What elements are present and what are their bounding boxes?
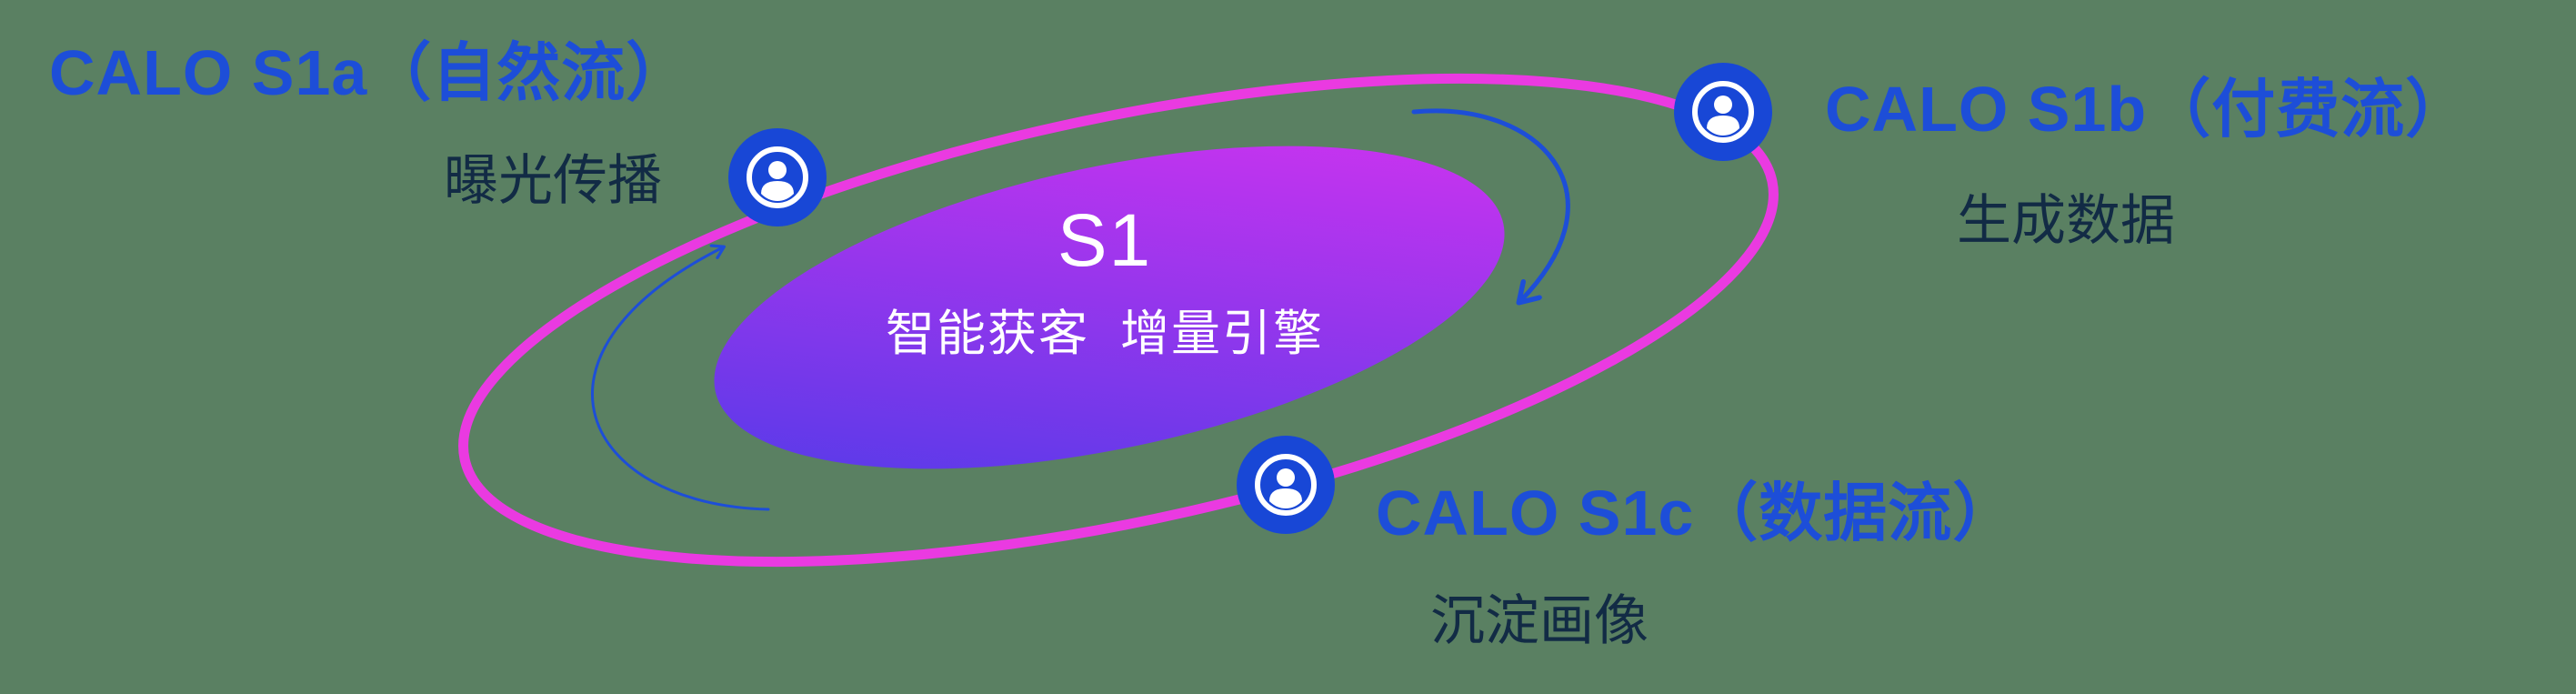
node-s1c-title: CALO S1c（数据流） <box>1376 478 2018 548</box>
core-label-group: S1 智能获客 增量引擎 <box>832 199 1378 365</box>
orbit-ring <box>458 73 1779 568</box>
node-s1a <box>728 128 827 226</box>
flow-arrow-left-icon <box>590 247 770 511</box>
user-circle-icon <box>728 128 827 226</box>
core-subtitle: 智能获客 增量引擎 <box>885 307 1324 362</box>
user-circle-icon <box>1237 436 1335 534</box>
user-circle-icon <box>1674 63 1772 161</box>
node-s1a-title: CALO S1a（自然流） <box>49 37 691 108</box>
node-s1b-subtitle: 生成数据 <box>1957 190 2175 251</box>
node-s1c-subtitle: 沉淀画像 <box>1430 590 1649 651</box>
node-s1b-title: CALO S1b（付费流） <box>1825 74 2471 145</box>
node-s1b <box>1674 63 1772 161</box>
node-s1c <box>1237 436 1335 534</box>
flow-arrow-right-icon <box>1411 108 1570 301</box>
core-title: S1 <box>1057 199 1153 282</box>
core-gradient-ellipse <box>714 146 1505 469</box>
node-s1a-subtitle: 曝光传播 <box>444 150 662 211</box>
